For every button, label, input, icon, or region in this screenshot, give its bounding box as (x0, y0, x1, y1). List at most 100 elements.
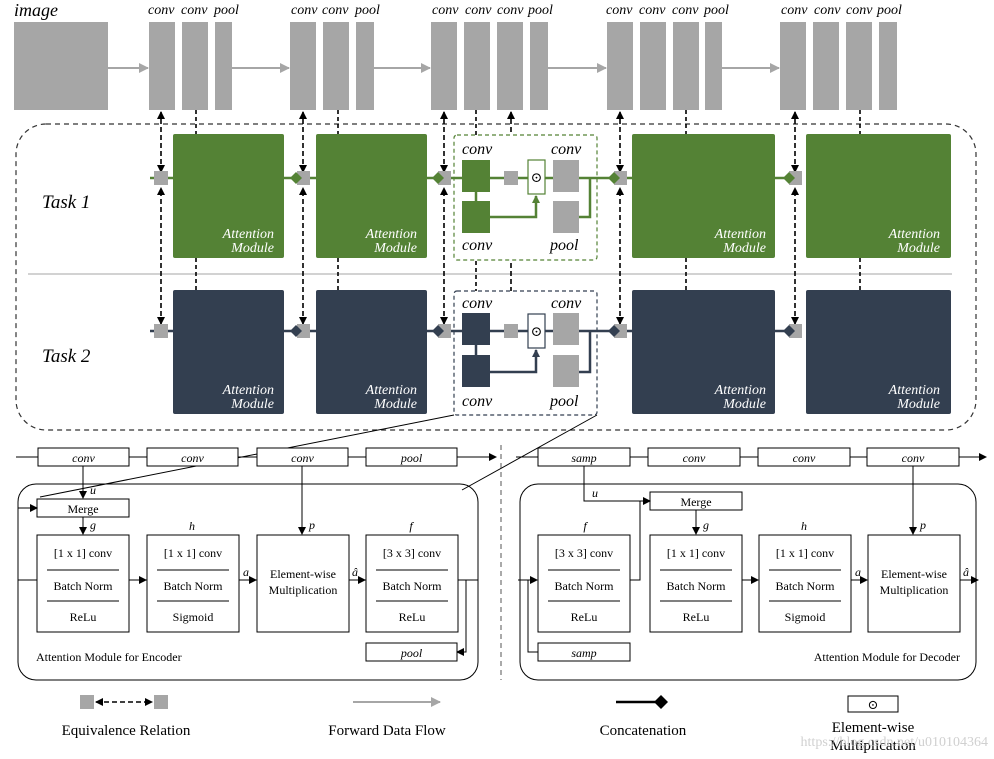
decoder-top-conv (757, 447, 851, 467)
encoder-top-label: pool (400, 451, 423, 465)
encoder-top-label: conv (291, 451, 314, 465)
layer-label: conv (148, 3, 175, 18)
concat-diamond (783, 325, 795, 337)
encoder-box1-line: Batch Norm (54, 579, 114, 593)
decoder-title: Attention Module for Decoder (814, 650, 960, 664)
decoder-h: h (801, 519, 807, 533)
task2-label: Task 2 (42, 346, 91, 367)
pool-block (215, 22, 232, 110)
shared-feature-node (614, 324, 627, 338)
concat-diamond (432, 325, 444, 337)
shared-feature-node (438, 171, 451, 185)
legend-elementwise-label: Multiplication (830, 738, 916, 754)
encoder-ahat: â (352, 565, 358, 579)
detail-conv-label: conv (551, 141, 582, 158)
conv-block (640, 22, 666, 110)
layer-label: pool (213, 3, 239, 18)
layer-label: conv (497, 3, 524, 18)
layer-label: conv (465, 3, 492, 18)
attention-label: Attention (888, 383, 940, 398)
pool-block (356, 22, 374, 110)
legend-concat-label: Concatenation (600, 723, 687, 739)
encoder-box4-line: [3 x 3] conv (383, 546, 441, 560)
odot-icon: ⊙ (868, 697, 879, 712)
encoder-section: conv conv conv pool u Merge g [1 x 1] co… (16, 447, 497, 681)
detail-conv-label: conv (462, 237, 493, 254)
decoder-box2-line: ReLu (683, 610, 710, 624)
detail-conv-block (462, 313, 490, 345)
attention-label: Module (722, 397, 766, 412)
conv-block (464, 22, 490, 110)
encoder-top-conv (146, 447, 239, 467)
shared-feature-node (504, 324, 518, 338)
legend-concat-diamond (654, 695, 668, 709)
attention-label: Module (896, 241, 940, 256)
conv-block (182, 22, 208, 110)
task2-row: Attention Module Attention Module Attent… (150, 290, 951, 416)
attention-label: Attention (365, 383, 417, 398)
legend-square-right (154, 695, 168, 709)
pool-block (705, 22, 722, 110)
decoder-u: u (592, 486, 598, 500)
attention-label: Module (373, 397, 417, 412)
detail-conv-gray (553, 313, 579, 345)
layer-label: conv (846, 3, 873, 18)
attention-label: Attention (888, 227, 940, 242)
layer-label: conv (672, 3, 699, 18)
attention-label: Attention (714, 227, 766, 242)
legend: Equivalence Relation Forward Data Flow C… (62, 695, 916, 754)
decoder-box3 (758, 534, 852, 633)
zoom-line (461, 414, 598, 491)
legend-square-left (80, 695, 94, 709)
layer-label: conv (291, 3, 318, 18)
shared-feature-node (154, 171, 168, 185)
encoder-a: a (243, 565, 249, 579)
encoder-f: f (409, 519, 414, 533)
layer-label: conv (781, 3, 808, 18)
detail-pool-gray (553, 201, 579, 233)
decoder-f: f (583, 519, 588, 533)
conv-block (290, 22, 316, 110)
encoder-top-pool (365, 447, 458, 467)
odot-icon: ⊙ (531, 171, 543, 186)
elementwise-node (527, 313, 546, 349)
detail-conv-label: conv (462, 295, 493, 312)
layer-label: conv (814, 3, 841, 18)
layer-label: pool (876, 3, 902, 18)
concat-diamond (608, 325, 620, 337)
detail-conv-block (462, 201, 490, 233)
conv-block (323, 22, 349, 110)
concat-diamond (432, 172, 444, 184)
concat-diamond (783, 172, 795, 184)
task1-label: Task 1 (42, 192, 90, 213)
attention-module-task1 (316, 134, 427, 258)
decoder-box3-line: [1 x 1] conv (776, 546, 834, 560)
decoder-box4-line: Element-wise (881, 567, 947, 581)
shared-feature-node (438, 324, 451, 338)
encoder-box2-line: Sigmoid (173, 610, 214, 624)
encoder-merge-label: Merge (67, 502, 98, 516)
detail-conv-block (462, 160, 490, 192)
task1-row: Attention Module Attention Module Attent… (150, 134, 951, 261)
encoder-box2-line: Batch Norm (164, 579, 224, 593)
encoder-bottom-label: pool (400, 646, 423, 660)
encoder-box3 (256, 534, 350, 633)
encoder-box2-line: [1 x 1] conv (164, 546, 222, 560)
shared-feature-node (504, 171, 518, 185)
decoder-bottom-samp (537, 642, 631, 662)
detail-pool-gray (553, 355, 579, 387)
detail-conv-gray (553, 160, 579, 192)
shared-feature-node (154, 324, 168, 338)
odot-icon: ⊙ (531, 325, 543, 340)
encoder-h: h (189, 519, 195, 533)
image-block (14, 22, 108, 110)
encoder-box2 (146, 534, 240, 633)
attention-module-task1 (173, 134, 284, 258)
shared-feature-node (614, 171, 627, 185)
encoder-box4-line: Batch Norm (383, 579, 443, 593)
conv-block (431, 22, 457, 110)
image-label: image (14, 0, 58, 20)
attention-label: Module (896, 397, 940, 412)
decoder-box4 (867, 534, 961, 633)
